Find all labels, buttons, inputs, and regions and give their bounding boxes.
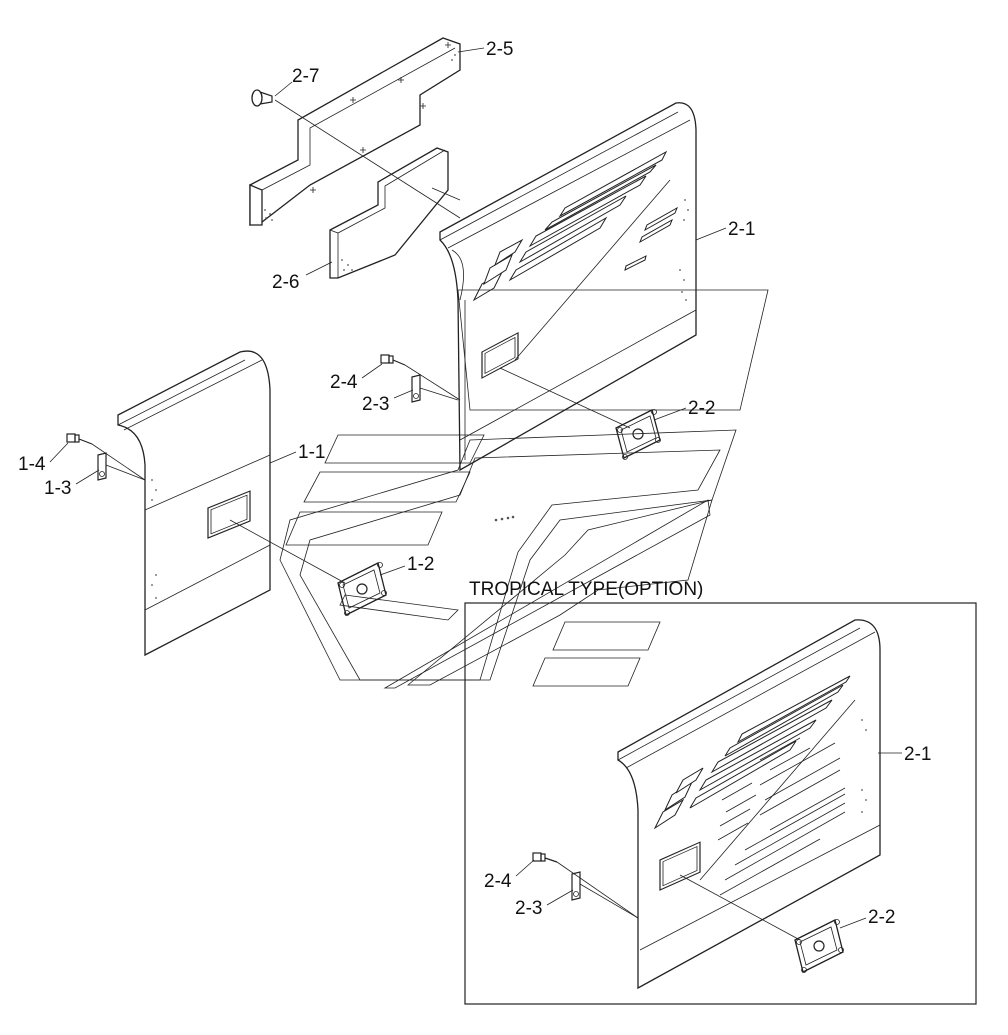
label-1-3: 1-3 bbox=[44, 478, 71, 499]
label-2-7: 2-7 bbox=[292, 66, 319, 87]
label-2-1: 2-1 bbox=[728, 219, 755, 240]
tropical-type-title: TROPICAL TYPE(OPTION) bbox=[469, 579, 703, 600]
label-2-5: 2-5 bbox=[486, 39, 513, 60]
label-1-4: 1-4 bbox=[18, 454, 46, 475]
door-panel-2-1 bbox=[439, 102, 697, 472]
tropical-label-2-4: 2-4 bbox=[484, 871, 512, 892]
tropical-lock-2-2 bbox=[794, 919, 844, 973]
bracket-1-3 bbox=[97, 452, 107, 481]
bracket-2-3 bbox=[411, 374, 421, 403]
tropical-bracket-2-3 bbox=[571, 871, 581, 901]
label-2-6: 2-6 bbox=[272, 272, 299, 293]
label-2-3: 2-3 bbox=[362, 394, 389, 415]
bolt-2-4 bbox=[380, 354, 406, 366]
bolt-1-4 bbox=[66, 433, 93, 445]
tropical-label-2-2: 2-2 bbox=[868, 907, 895, 928]
small-fasteners bbox=[494, 515, 515, 522]
insulation-pad-2-5 bbox=[249, 37, 461, 226]
tropical-type-box bbox=[464, 602, 977, 1005]
door-panel-1-1 bbox=[117, 350, 271, 657]
seal-outlines bbox=[279, 289, 769, 689]
tropical-label-2-3: 2-3 bbox=[515, 898, 542, 919]
lock-1-2 bbox=[337, 562, 387, 616]
label-2-2: 2-2 bbox=[688, 398, 715, 419]
label-1-1: 1-1 bbox=[298, 442, 325, 463]
tropical-bolt-2-4 bbox=[532, 852, 558, 863]
label-2-4: 2-4 bbox=[330, 372, 358, 393]
insulation-pad-2-6 bbox=[329, 147, 449, 279]
tropical-label-2-1: 2-1 bbox=[904, 744, 931, 765]
tropical-door-panel-2-1 bbox=[617, 619, 881, 990]
push-pin-2-7 bbox=[251, 89, 273, 107]
label-1-2: 1-2 bbox=[407, 554, 434, 575]
